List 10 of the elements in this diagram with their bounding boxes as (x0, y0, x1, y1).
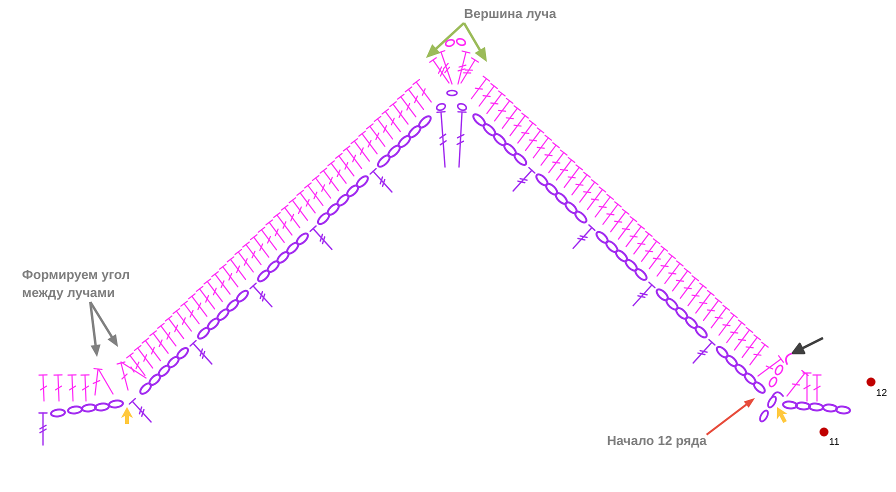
leader-arrow (706, 398, 755, 436)
leader-arrow (426, 22, 465, 58)
leader-arrow (89, 301, 118, 347)
callout-text: Формируем угол между лучами (22, 266, 144, 302)
leader-arrow (462, 22, 487, 62)
row-number: 11 (829, 437, 840, 449)
callout-text: Вершина луча (464, 5, 556, 23)
callout-text: Начало 12 ряда (607, 432, 707, 450)
leader-arrow (89, 302, 101, 357)
row-number: 12 (876, 388, 888, 400)
